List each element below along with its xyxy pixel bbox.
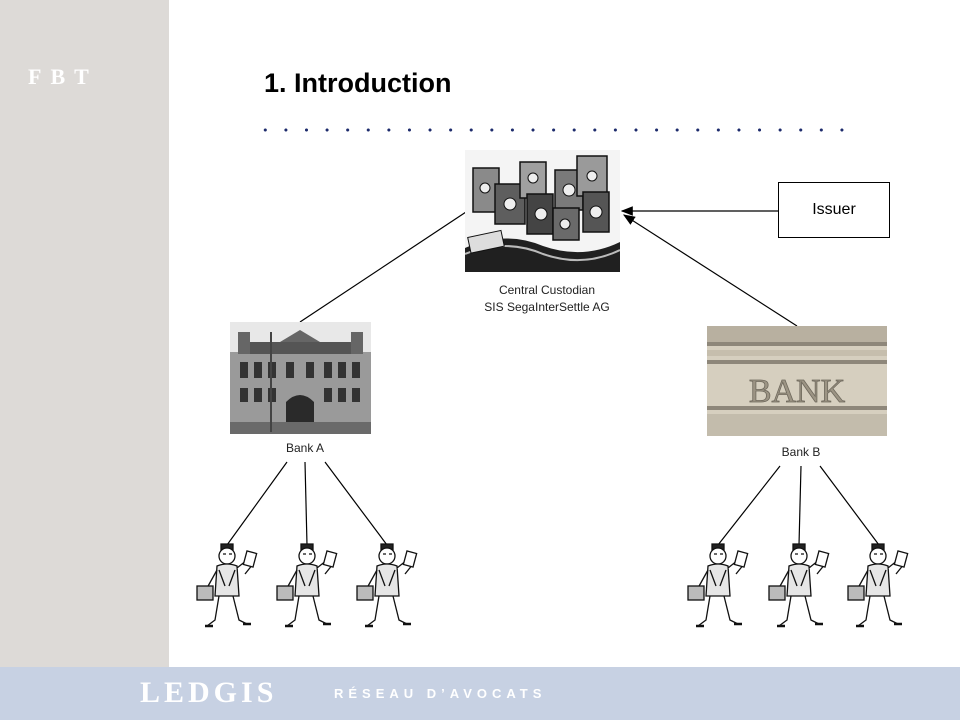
bank-a-client-line-3 bbox=[324, 461, 388, 546]
custodian-caption-line1: Central Custodian bbox=[498, 283, 596, 297]
custodian-caption-line2: SIS SegaInterSettle AG bbox=[484, 300, 610, 314]
bank-b-sign-image: BANK bbox=[707, 326, 887, 436]
bank-a-client-line-1 bbox=[226, 461, 288, 546]
client-figure-a2 bbox=[275, 540, 341, 636]
client-figure-b3 bbox=[846, 540, 912, 636]
bank-b-to-custodian-arrow bbox=[622, 214, 798, 327]
client-figure-b2 bbox=[767, 540, 833, 636]
client-figure-a1 bbox=[195, 540, 261, 636]
slide-title: 1. Introduction bbox=[264, 68, 452, 98]
footer-bar bbox=[0, 667, 960, 720]
bank-b-client-line-1 bbox=[717, 465, 781, 546]
ledgis-tagline: RÉSEAU D’AVOCATS bbox=[334, 686, 547, 701]
issuer-box: Issuer bbox=[778, 182, 890, 238]
custodian-caption: Central Custodian SIS SegaInterSettle AG bbox=[462, 282, 632, 316]
bank-b-client-line-3 bbox=[819, 465, 880, 546]
bank-b-caption: Bank B bbox=[781, 445, 821, 459]
ledgis-logo: LEDGIS bbox=[140, 676, 278, 709]
title-dotted-rule bbox=[255, 128, 855, 132]
bank-b-client-line-2 bbox=[798, 465, 802, 546]
bank-a-caption: Bank A bbox=[285, 441, 325, 455]
issuer-label: Issuer bbox=[812, 201, 856, 218]
sidebar: FBT bbox=[0, 0, 169, 667]
bank-a-to-custodian-line bbox=[299, 211, 467, 323]
bank-b-sign-text: BANK bbox=[749, 373, 846, 410]
bank-a-building-image bbox=[230, 322, 371, 434]
client-figure-b1 bbox=[686, 540, 752, 636]
fbt-logo: FBT bbox=[28, 64, 98, 89]
bank-a-client-line-2 bbox=[304, 461, 308, 546]
custodian-vault-image bbox=[465, 150, 620, 272]
client-figure-a3 bbox=[355, 540, 421, 636]
